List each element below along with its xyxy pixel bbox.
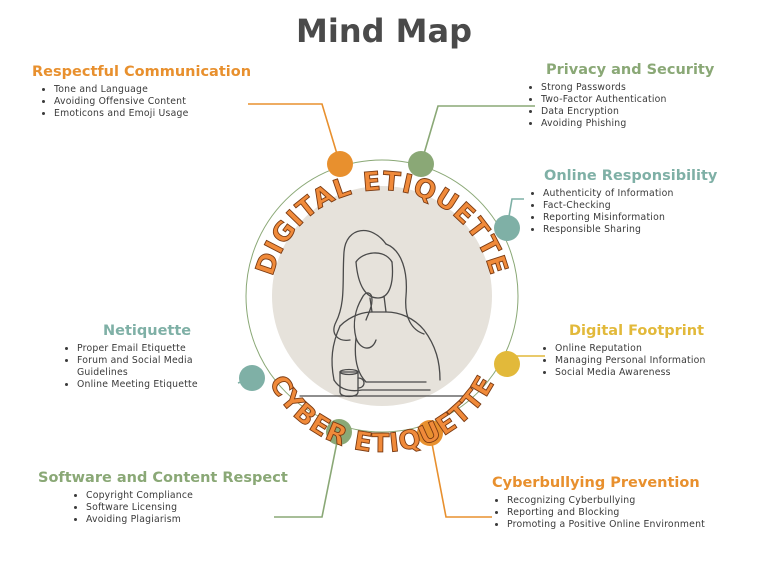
- branch-online-responsibility: Online Responsibility Authenticity of In…: [521, 168, 717, 236]
- list-item: Avoiding Plagiarism: [86, 514, 288, 526]
- node-dot-cyberbullying: [417, 420, 443, 446]
- connector-cyberbullying: [429, 432, 492, 518]
- branch-title: Digital Footprint: [569, 323, 705, 339]
- thinking-woman-illustration: [299, 229, 465, 398]
- outer-ring: [245, 159, 519, 433]
- branch-title: Privacy and Security: [546, 62, 715, 78]
- branch-digital-footprint: Digital Footprint Online Reputation Mana…: [533, 323, 706, 379]
- list-item: Reporting Misinformation: [543, 212, 717, 224]
- branch-title: Cyberbullying Prevention: [492, 475, 700, 491]
- branch-cyberbullying-prevention: Cyberbullying Prevention Recognizing Cyb…: [485, 475, 705, 531]
- branch-netiquette: Netiquette Proper Email Etiquette Forum …: [55, 323, 198, 391]
- branch-items: Authenticity of Information Fact-Checkin…: [521, 188, 717, 236]
- list-item: Tone and Language: [54, 84, 251, 96]
- branch-respectful-communication: Respectful Communication Tone and Langua…: [32, 64, 251, 120]
- branch-title: Software and Content Respect: [38, 470, 288, 486]
- list-item: Online Meeting Etiquette: [77, 379, 198, 391]
- list-item: Recognizing Cyberbullying: [507, 495, 705, 507]
- list-item: Managing Personal Information: [555, 355, 706, 367]
- branch-title: Online Responsibility: [544, 168, 718, 184]
- list-item: Software Licensing: [86, 502, 288, 514]
- node-dot-digital-footprint: [494, 351, 520, 377]
- connectors: [237, 103, 545, 518]
- list-item: Forum and Social Media Guidelines: [77, 355, 197, 379]
- branch-items: Recognizing Cyberbullying Reporting and …: [485, 495, 705, 531]
- page-title: Mind Map: [296, 12, 472, 50]
- center-disc: [272, 186, 492, 406]
- list-item: Avoiding Offensive Content: [54, 96, 251, 108]
- list-item: Avoiding Phishing: [541, 118, 714, 130]
- branch-items: Copyright Compliance Software Licensing …: [38, 490, 288, 526]
- node-dot-privacy-security: [408, 151, 434, 177]
- connector-respectful-communication: [248, 103, 341, 165]
- list-item: Two-Factor Authentication: [541, 94, 714, 106]
- connector-privacy-security: [420, 105, 535, 165]
- branch-software-content-respect: Software and Content Respect Copyright C…: [38, 470, 288, 526]
- branch-title: Netiquette: [103, 323, 192, 339]
- list-item: Data Encryption: [541, 106, 714, 118]
- list-item: Strong Passwords: [541, 82, 714, 94]
- list-item: Fact-Checking: [543, 200, 717, 212]
- list-item: Copyright Compliance: [86, 490, 288, 502]
- branch-items: Strong Passwords Two-Factor Authenticati…: [519, 82, 714, 130]
- node-dot-software-content: [326, 419, 352, 445]
- list-item: Responsible Sharing: [543, 224, 717, 236]
- branch-items: Online Reputation Managing Personal Info…: [533, 343, 706, 379]
- list-item: Online Reputation: [555, 343, 706, 355]
- branch-items: Tone and Language Avoiding Offensive Con…: [32, 84, 251, 120]
- list-item: Promoting a Positive Online Environment: [507, 519, 705, 531]
- list-item: Proper Email Etiquette: [77, 343, 198, 355]
- branch-items: Proper Email Etiquette Forum and Social …: [55, 343, 198, 391]
- list-item: Reporting and Blocking: [507, 507, 705, 519]
- list-item: Social Media Awareness: [555, 367, 706, 379]
- connector-software-content: [274, 431, 340, 518]
- list-item: Authenticity of Information: [543, 188, 717, 200]
- branch-privacy-security: Privacy and Security Strong Passwords Tw…: [519, 62, 714, 130]
- node-dot-respectful-communication: [327, 151, 353, 177]
- node-dot-netiquette: [239, 365, 265, 391]
- node-dot-online-responsibility: [494, 215, 520, 241]
- list-item: Emoticons and Emoji Usage: [54, 108, 251, 120]
- branch-title: Respectful Communication: [32, 64, 252, 80]
